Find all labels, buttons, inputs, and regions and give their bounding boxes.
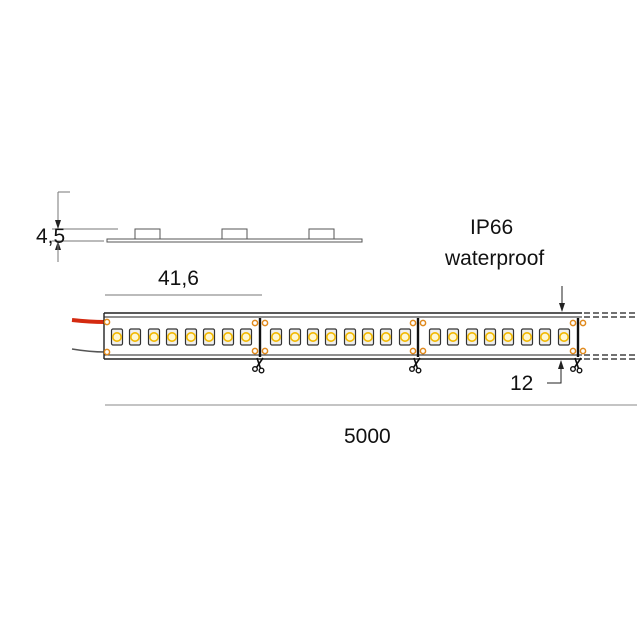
strip-top-view — [71, 312, 636, 374]
wire-negative — [71, 348, 106, 353]
wire-positive — [71, 318, 106, 324]
arrow-down-icon — [55, 220, 61, 229]
ip-rating-label: IP66 — [470, 216, 514, 239]
width-dimension-label: 12 — [510, 372, 534, 395]
side-profile — [52, 191, 363, 262]
cut-mark-1 — [251, 318, 269, 374]
cut-pitch-label: 41,6 — [158, 267, 199, 290]
continuation-dashes — [584, 312, 636, 360]
waterproof-label: waterproof — [445, 247, 545, 270]
height-dimension-label: 4,5 — [36, 225, 66, 248]
cut-mark-2 — [408, 318, 427, 374]
arrow-up-icon — [558, 360, 564, 369]
cut-mark-3 — [569, 318, 587, 374]
length-dimension-label: 5000 — [344, 425, 391, 448]
arrow-down-icon — [559, 303, 565, 312]
